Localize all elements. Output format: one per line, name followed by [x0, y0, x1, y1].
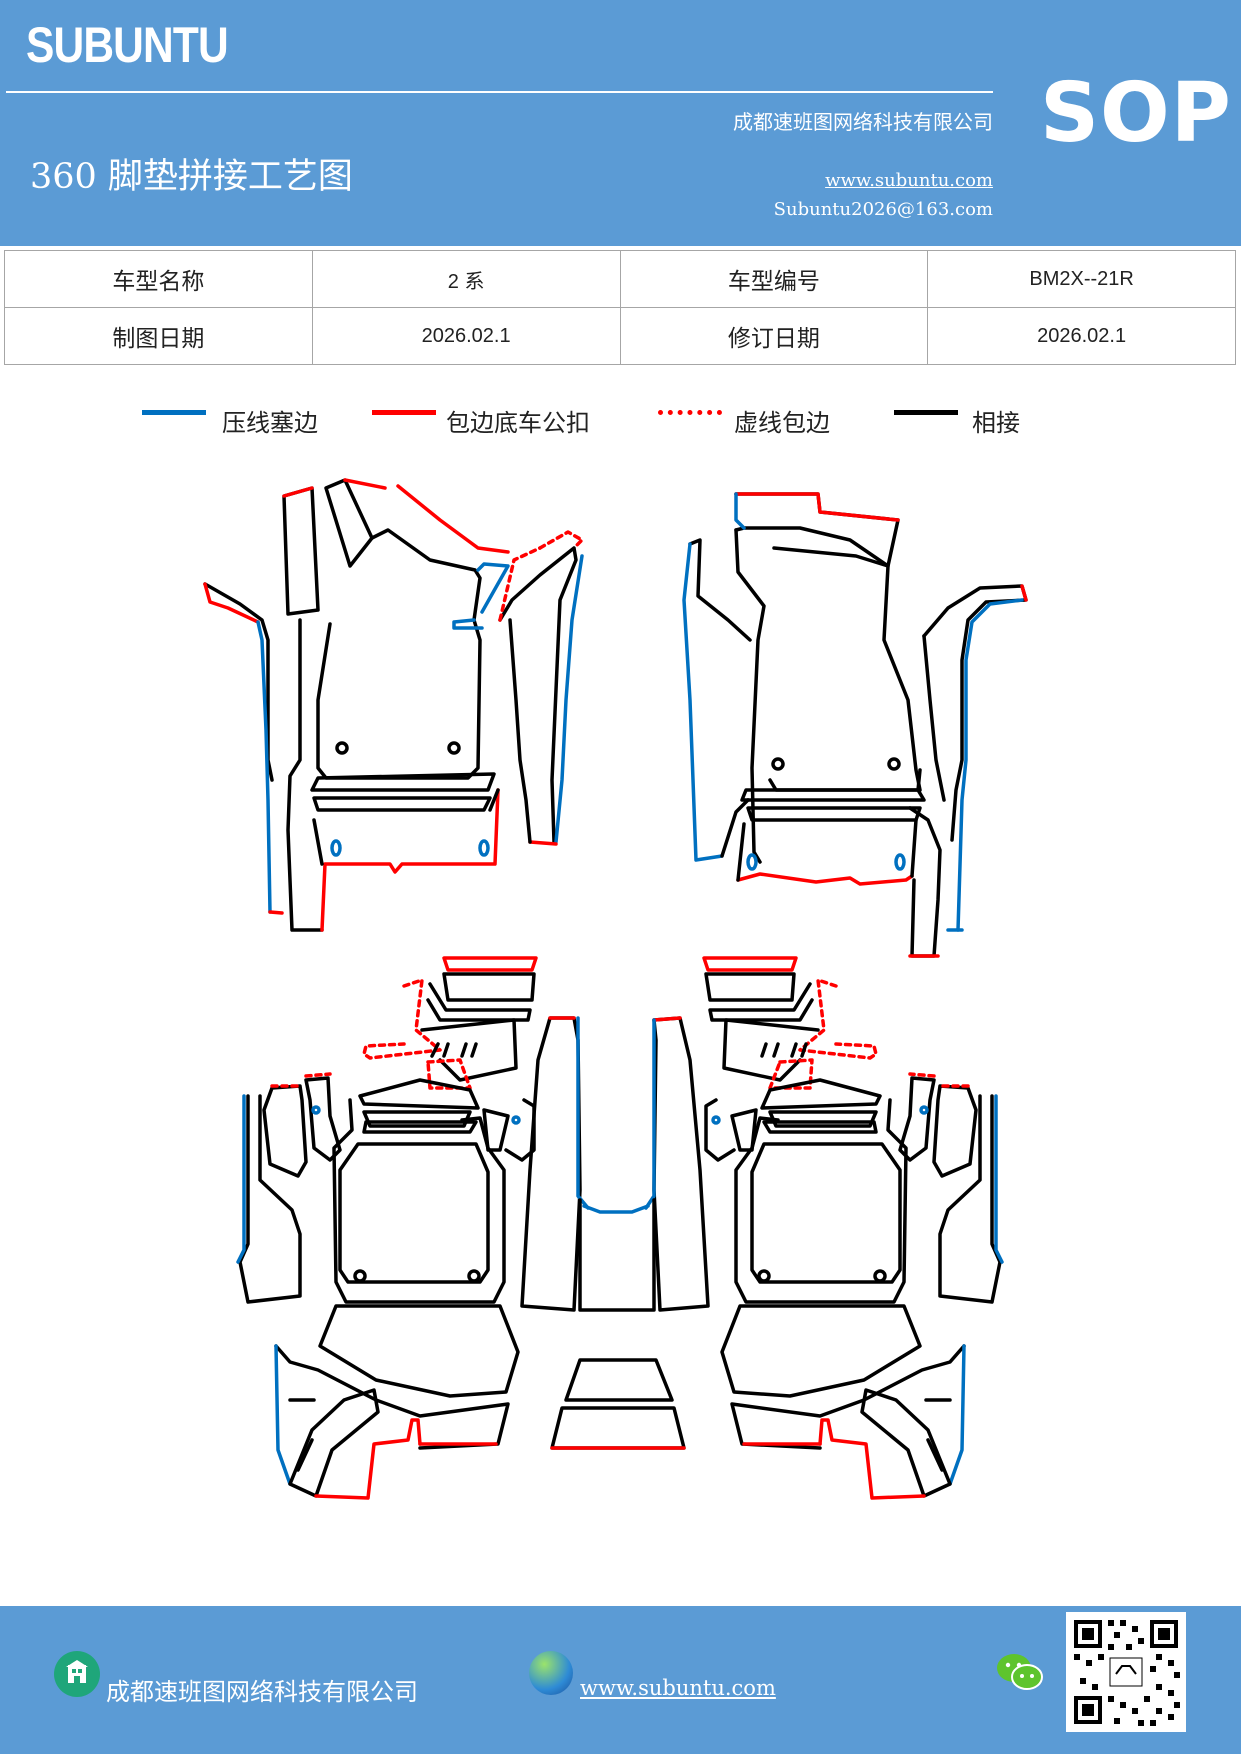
legend-swatch	[894, 410, 958, 415]
footer-company-name: 成都速班图网络科技有限公司	[106, 1678, 418, 1706]
legend-swatch	[142, 410, 206, 415]
floor-mat-diagram	[203, 478, 1028, 1500]
legend-label: 相接	[972, 409, 1020, 437]
rear-left-mat	[236, 956, 538, 1500]
draw-date-label: 制图日期	[4, 307, 313, 365]
wechat-icon[interactable]	[995, 1650, 1045, 1694]
company-name: 成都速班图网络科技有限公司	[733, 110, 993, 134]
building-icon	[54, 1651, 100, 1697]
revise-date-value: 2026.02.1	[927, 307, 1236, 365]
draw-date-value: 2026.02.1	[311, 307, 621, 365]
front-left-mat	[203, 478, 584, 932]
document-title: 360 脚垫拼接工艺图	[30, 157, 353, 197]
legend-label: 压线塞边	[222, 409, 318, 437]
header-banner	[0, 0, 1241, 246]
legend: 压线塞边 包边底车公扣 虚线包边 相接	[0, 395, 1241, 445]
header-divider	[6, 91, 993, 93]
model-code-label: 车型编号	[619, 250, 929, 308]
brand-logo: SUBUNTU	[26, 17, 229, 73]
globe-icon	[529, 1651, 573, 1695]
model-code-value: BM2X--21R	[927, 250, 1236, 308]
revise-date-label: 修订日期	[619, 307, 929, 365]
legend-label: 包边底车公扣	[446, 409, 590, 437]
qr-code	[1066, 1612, 1186, 1732]
sop-badge: SOP	[1040, 66, 1232, 161]
rear-right-mat	[702, 956, 1004, 1500]
front-right-mat	[682, 492, 1028, 958]
website-link[interactable]: www.subuntu.com	[825, 170, 993, 191]
legend-label: 虚线包边	[734, 409, 830, 437]
center-tunnel-mat	[520, 1016, 710, 1450]
model-name-label: 车型名称	[4, 250, 313, 308]
legend-swatch	[372, 410, 436, 415]
info-table: 车型名称 2 系 车型编号 BM2X--21R 制图日期 2026.02.1 修…	[4, 250, 1236, 365]
email-address: Subuntu2026@163.com	[773, 199, 993, 220]
qr-code-image	[1066, 1612, 1186, 1732]
legend-swatch	[658, 410, 722, 415]
table-row: 车型名称 2 系 车型编号 BM2X--21R	[4, 250, 1236, 308]
table-row: 制图日期 2026.02.1 修订日期 2026.02.1	[4, 307, 1236, 365]
footer-website-link[interactable]: www.subuntu.com	[580, 1676, 776, 1700]
model-name-value: 2 系	[311, 250, 621, 308]
